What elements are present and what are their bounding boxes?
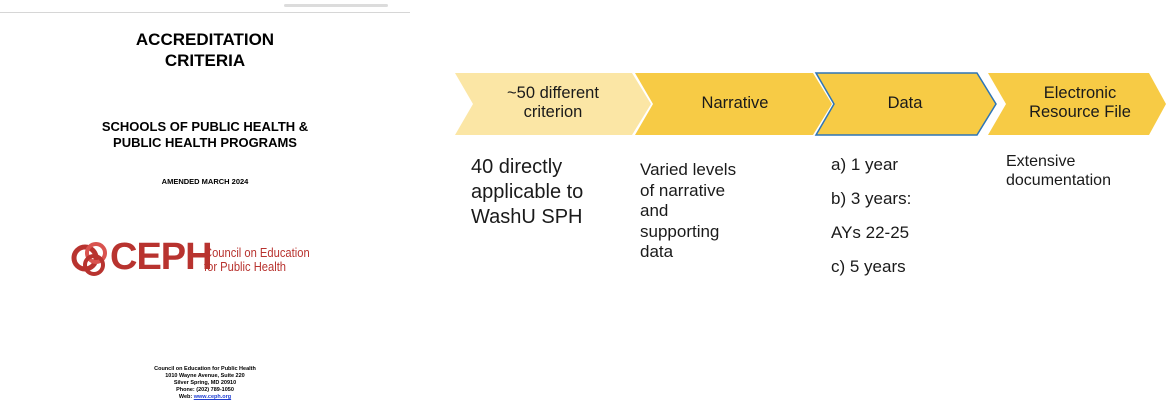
page-top-divider xyxy=(0,12,410,13)
narrative-desc-line1: Varied levels xyxy=(640,160,737,179)
narrative-description: Varied levels of narrative and supportin… xyxy=(640,160,736,263)
step-criterion-line1: ~50 different xyxy=(507,84,599,102)
narrative-desc-line2: of narrative xyxy=(640,180,726,200)
step-erf-line2: Resource File xyxy=(1029,103,1131,121)
ceph-tagline-line2: for Public Health xyxy=(204,259,287,274)
ceph-wordmark: CEPH xyxy=(110,236,213,278)
step-narrative-label: Narrative xyxy=(701,93,769,112)
erf-desc-line1: Extensive xyxy=(1006,153,1076,170)
amended-date: AMENDED MARCH 2024 xyxy=(161,177,249,186)
narrative-desc-line3: and xyxy=(640,201,669,220)
scrollbar-thumb[interactable] xyxy=(284,4,388,7)
document-cover-page: ACCREDITATION CRITERIA SCHOOLS OF PUBLIC… xyxy=(0,0,410,413)
ceph-logo: CEPH Council on Education for Public Hea… xyxy=(70,234,350,284)
address-line2: 1010 Wayne Avenue, Suite 220 xyxy=(165,373,245,379)
web-link[interactable]: www.ceph.org xyxy=(193,394,232,400)
erf-desc-line2: documentation xyxy=(1006,172,1111,189)
step-erf-label: Electronic Resource File xyxy=(1005,75,1155,131)
ceph-tagline-line1: Council on Education xyxy=(204,245,310,260)
cover-subtitle: SCHOOLS OF PUBLIC HEALTH & PUBLIC HEALTH… xyxy=(40,119,370,151)
criterion-description: 40 directly applicable to WashU SPH xyxy=(471,155,583,230)
step-criterion-line2: criterion xyxy=(523,103,583,121)
address-block: Council on Education for Public Health 1… xyxy=(120,366,290,401)
ceph-tagline: Council on Education for Public Health xyxy=(204,246,333,274)
address-line4: Phone: (202) 789-1050 xyxy=(176,387,234,393)
data-desc-line2: b) 3 years: xyxy=(831,189,912,208)
cover-subtitle-line2: PUBLIC HEALTH PROGRAMS xyxy=(113,135,297,150)
web-label: Web: xyxy=(178,394,194,400)
criterion-desc-line3: WashU SPH xyxy=(471,206,583,228)
cover-subtitle-line1: SCHOOLS OF PUBLIC HEALTH & xyxy=(101,119,309,134)
data-desc-line1: a) 1 year xyxy=(831,155,899,174)
erf-description: Extensive documentation xyxy=(1006,152,1111,190)
step-erf-line1: Electronic xyxy=(1043,84,1117,102)
criterion-desc-line1: 40 directly xyxy=(471,156,563,178)
process-chevron-diagram xyxy=(455,72,1166,136)
data-desc-line3: AYs 22-25 xyxy=(831,223,910,242)
narrative-desc-line4: supporting xyxy=(640,221,720,241)
chevron-electronic-resource-file xyxy=(988,73,1166,135)
data-desc-line4: c) 5 years xyxy=(831,257,906,276)
cover-title: ACCREDITATION CRITERIA xyxy=(80,29,330,71)
chevron-criterion xyxy=(455,73,651,135)
step-data-label: Data xyxy=(887,93,923,112)
address-line1: Council on Education for Public Health xyxy=(154,366,256,372)
cover-title-line2: CRITERIA xyxy=(164,51,246,70)
address-line3: Silver Spring, MD 20910 xyxy=(173,380,237,386)
step-criterion-label: ~50 different criterion xyxy=(478,75,628,131)
narrative-desc-line5: data xyxy=(640,242,674,261)
criterion-desc-line2: applicable to xyxy=(471,181,584,203)
cover-title-line1: ACCREDITATION xyxy=(135,30,275,49)
data-description: a) 1 year b) 3 years: AYs 22-25 c) 5 yea… xyxy=(831,155,911,276)
chevron-data xyxy=(814,72,997,136)
ceph-rings-icon xyxy=(71,242,107,276)
chevron-narrative xyxy=(635,73,832,135)
address-web: Web: www.ceph.org xyxy=(120,394,290,401)
